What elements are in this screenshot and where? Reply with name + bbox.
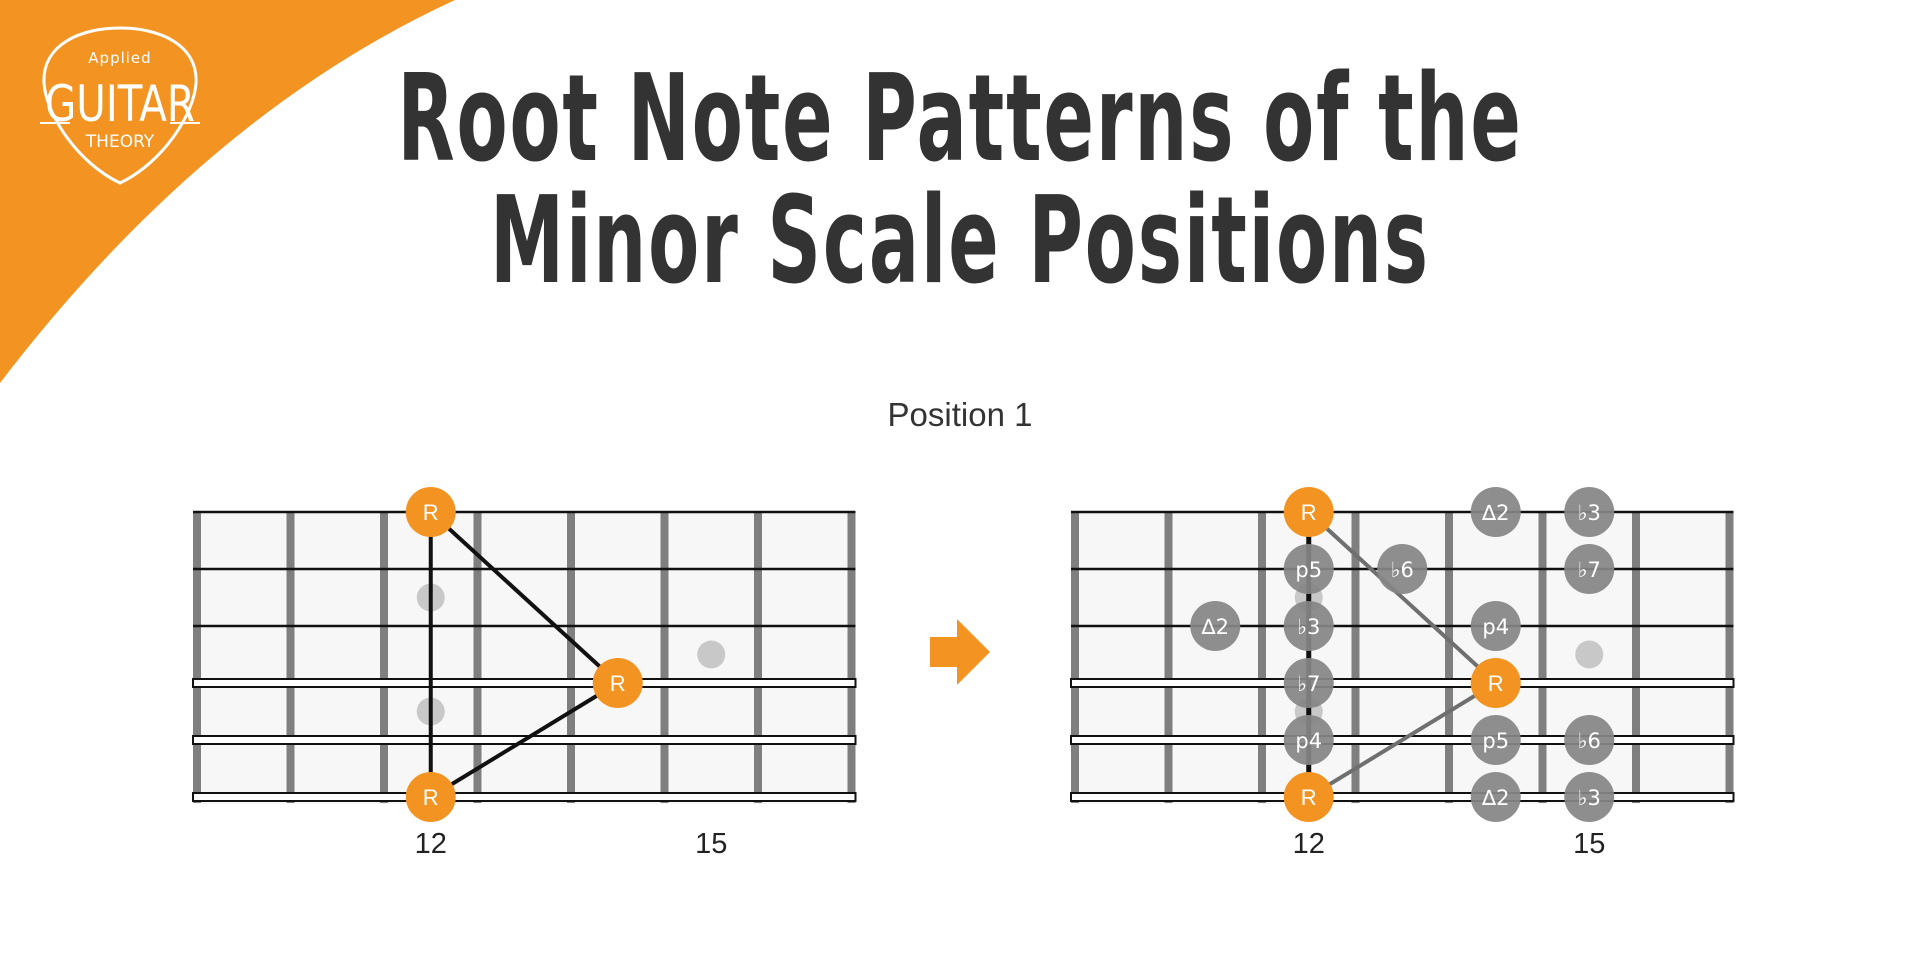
guitar-string: [1070, 678, 1735, 688]
scale-degree-label: ♭3: [1578, 501, 1601, 525]
guitar-string: [192, 678, 857, 688]
applied-guitar-theory-logo: Applied GUITAR THEORY: [40, 26, 200, 185]
fret-line: [380, 512, 388, 803]
root-note-label: R: [423, 785, 439, 810]
scale-degree-marker: [1283, 601, 1334, 651]
scale-degree-marker: [1564, 715, 1615, 765]
root-note-marker: [405, 772, 456, 822]
guitar-string: [1070, 792, 1735, 802]
scale-degree-label: ♭7: [1578, 558, 1601, 582]
root-note-label: R: [1301, 785, 1317, 810]
scale-degree-marker: [1283, 544, 1334, 594]
fret-number-label: 15: [695, 828, 727, 860]
fret-line: [1258, 512, 1266, 803]
root-note-marker: [405, 487, 456, 537]
scale-degree-marker: [1564, 487, 1615, 537]
scale-degree-marker: [1470, 601, 1521, 651]
fretboard-background: [197, 511, 852, 804]
guitar-string: [192, 792, 857, 802]
root-connection-line: [1307, 681, 1497, 799]
fret-line: [567, 512, 575, 803]
fret-inlay-dot: [697, 640, 726, 669]
logo-line3: THEORY: [85, 132, 155, 152]
root-note-label: R: [1301, 500, 1317, 525]
root-connection-line: [1307, 510, 1498, 685]
scale-degree-label: ∆2: [1201, 615, 1229, 639]
root-connection-line: [429, 510, 620, 685]
arrow-right-icon: [930, 619, 990, 685]
root-note-marker: [592, 658, 643, 708]
scale-degree-marker: [1564, 772, 1615, 822]
fret-inlay-dot: [1575, 640, 1604, 669]
root-note-marker: [1470, 658, 1521, 708]
root-note-label: R: [610, 671, 626, 696]
page-title-line2: Minor Scale Positions: [490, 172, 1430, 311]
fret-line: [754, 512, 762, 803]
fret-number-label: 12: [1293, 828, 1325, 860]
root-note-label: R: [1488, 671, 1504, 696]
fret-line: [847, 512, 856, 803]
orange-corner-banner: [0, 0, 455, 383]
fret-line: [193, 512, 201, 803]
scale-degree-label: ∆2: [1481, 501, 1509, 525]
position-label: Position 1: [887, 396, 1033, 433]
fret-line: [1538, 512, 1547, 803]
root-note-marker: [1283, 772, 1334, 822]
fret-line: [1071, 512, 1079, 803]
scale-degree-label: p5: [1295, 558, 1322, 582]
scale-degree-label: ♭3: [1297, 615, 1320, 639]
root-connection-line: [429, 681, 619, 799]
root-note-marker: [1283, 487, 1334, 537]
scale-degree-marker: [1283, 658, 1334, 708]
fret-line: [1725, 512, 1734, 803]
scale-degree-label: ∆2: [1481, 786, 1509, 810]
fret-number-label: 12: [415, 828, 447, 860]
fret-number-label: 15: [1573, 828, 1605, 860]
fret-line: [473, 512, 482, 803]
fret-line: [1164, 512, 1173, 803]
scale-degree-marker: [1470, 715, 1521, 765]
fret-line: [1445, 512, 1453, 803]
root-note-label: R: [423, 500, 439, 525]
fret-line: [1351, 512, 1360, 803]
scale-degree-label: ♭6: [1578, 729, 1601, 753]
scale-degree-label: p4: [1482, 615, 1509, 639]
scale-degree-label: p5: [1482, 729, 1509, 753]
left-fretboard: 12 15 R R R: [192, 487, 857, 860]
page-title-line1: Root Note Patterns of the: [397, 50, 1523, 189]
scale-degree-label: ♭7: [1297, 672, 1320, 696]
scale-degree-marker: [1283, 715, 1334, 765]
scale-degree-marker: [1190, 601, 1241, 651]
fret-line: [286, 512, 295, 803]
scale-degree-marker: [1377, 544, 1428, 594]
scale-degree-marker: [1470, 487, 1521, 537]
fret-line: [660, 512, 669, 803]
fret-line: [1632, 512, 1640, 803]
scale-degree-label: ♭3: [1578, 786, 1601, 810]
scale-degree-marker: [1564, 544, 1615, 594]
scale-degree-label: p4: [1295, 729, 1322, 753]
logo-line1: Applied: [88, 49, 151, 67]
scale-degree-label: ♭6: [1391, 558, 1414, 582]
scale-degree-marker: [1470, 772, 1521, 822]
arrow-right-icon: [930, 619, 990, 685]
